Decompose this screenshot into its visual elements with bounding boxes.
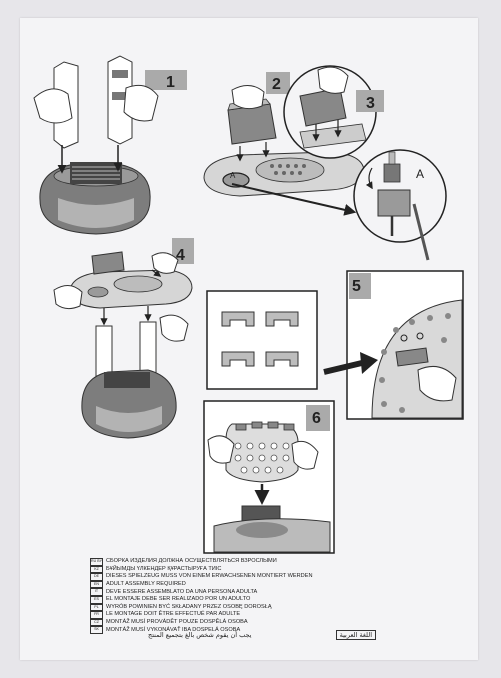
step-4-number: 4 [176,247,185,264]
lang-code: FR [90,611,103,619]
step-1-number: 1 [166,74,175,91]
arabic-warning: يجب أن يقوم شخص بالغ بتجميع المنتج اللغة… [148,630,376,640]
lang-text: DIESES SPIELZEUG MUSS VON EINEM ERWACHSE… [106,573,313,580]
lang-text: EL MONTAJE DEBE SER REALIZADO POR UN ADU… [106,596,251,603]
clips-panel [206,290,318,390]
lang-text: LE MONTAGE DOIT ÊTRE EFFECTUÉ PAR ADULTE [106,611,241,618]
arabic-text: يجب أن يقوم شخص بالغ بتجميع المنتج [148,631,252,639]
step-6-illustration [203,400,335,554]
lang-code: DE [90,573,103,581]
step-1-illustration [33,55,187,235]
callout-letter-a-small: A [230,171,236,180]
lang-code: SK [90,626,103,634]
lang-code: EN [90,580,103,589]
lang-text: БҰЙЫМДЫ ҮЛКЕНДЕР ҚҰРАСТЫРУҒА ТИІС [106,565,222,572]
lang-code: CZ [90,618,103,627]
lang-text: СБОРКА ИЗДЕЛИЯ ДОЛЖНА ОСУЩЕСТВЛЯТЬСЯ ВЗР… [106,558,277,565]
step-5-illustration [323,270,464,420]
step-6-number: 6 [312,410,321,427]
step-3-illustration [283,65,384,159]
step-4-illustration [53,238,194,439]
lang-code: ES [90,595,103,604]
lang-text: DEVE ESSERE ASSEMBLATO DA UNA PERSONA AD… [106,588,258,595]
step-5-number: 5 [352,278,361,295]
lang-code: KZ [90,565,103,574]
step-2-illustration [203,72,365,197]
lang-text: WYRÓB POWINIEN BYĆ SKŁADANY PRZEZ OSOBĘ … [106,603,272,610]
lang-text: MONTÁŽ MUSÍ VYKONÁVAŤ IBA DOSPELÁ OSOBA [106,626,241,633]
step-3-number: 3 [366,95,375,112]
step-2-number: 2 [272,76,281,93]
callout-letter-a: A [416,167,424,181]
callout-a-illustration [231,149,447,261]
step-1-number-bg [145,70,187,90]
arabic-language-label: اللغة العربية [335,630,376,640]
lang-code: PL [90,603,103,612]
lang-code: IT [90,588,103,596]
lang-text: MONTÁŽ MUSÍ PROVÁDĚT POUZE DOSPĚLÁ OSOBA [106,619,248,625]
lang-text: ADULT ASSEMBLY REQUIRED [106,581,186,588]
lang-code: RU BY [90,558,103,566]
